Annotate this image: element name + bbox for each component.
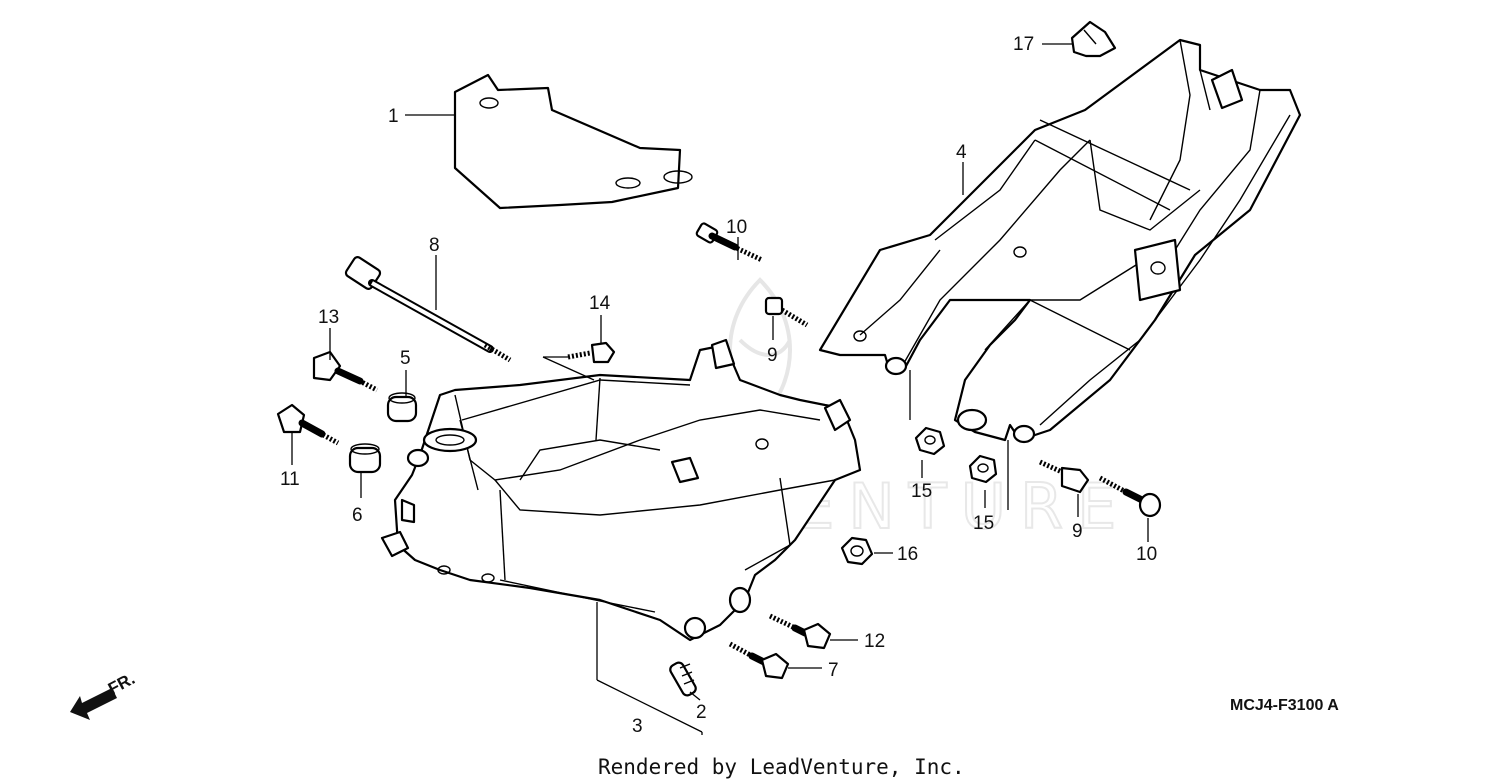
- part-8-long-bolt: [344, 256, 512, 363]
- part-3-main-frame: [380, 338, 862, 642]
- part-10-bolt-upper: [695, 222, 764, 263]
- callout-15-left: 15: [911, 481, 932, 502]
- part-7-bolt: [728, 641, 790, 680]
- part-2-dowel: [669, 661, 697, 697]
- callout-4: 4: [956, 142, 967, 163]
- part-11-bolt: [276, 403, 340, 446]
- callout-6: 6: [352, 505, 363, 526]
- part-15-nut-left: [914, 426, 946, 456]
- callout-12: 12: [864, 631, 885, 652]
- callout-16: 16: [897, 544, 918, 565]
- callout-11: 11: [280, 469, 300, 490]
- callout-14: 14: [589, 293, 611, 314]
- part-15-nut-right: [968, 454, 998, 484]
- part-12-bolt: [768, 613, 832, 650]
- diagram-code: MCJ4-F3100 A: [1230, 697, 1339, 714]
- part-9-bolt-upper: [764, 296, 809, 328]
- part-6-collar: [348, 443, 382, 474]
- front-indicator: FR.: [70, 669, 138, 720]
- callout-2: 2: [696, 702, 707, 723]
- callout-10-right: 10: [1136, 544, 1157, 565]
- callout-10-upper: 10: [726, 217, 747, 238]
- front-arrow-icon: [70, 688, 117, 720]
- part-13-bolt: [312, 350, 379, 393]
- callout-15-right: 15: [973, 513, 994, 534]
- part-9-bolt-right: [1038, 459, 1090, 494]
- callout-9-right: 9: [1072, 521, 1083, 542]
- callout-7: 7: [828, 660, 839, 681]
- callout-13: 13: [318, 307, 339, 328]
- callout-5: 5: [400, 348, 411, 369]
- callout-8: 8: [429, 235, 440, 256]
- part-10-bolt-right: [1098, 475, 1162, 518]
- callout-labels: 1 2 3 4 5 6 7 8 9 9 10 10 11 12 13 14 15…: [280, 34, 1157, 737]
- callout-1: 1: [388, 106, 399, 127]
- part-17-clip: [1070, 20, 1117, 58]
- part-16-nut: [840, 536, 874, 566]
- part-4-subframe: [818, 38, 1302, 444]
- callout-17: 17: [1013, 34, 1034, 55]
- callout-3: 3: [632, 716, 643, 737]
- leader-lines: [291, 43, 1149, 735]
- part-5-collar: [386, 392, 418, 423]
- part-14-bolt: [567, 341, 616, 364]
- callout-9-upper: 9: [767, 345, 778, 366]
- credit-text: Rendered by LeadVenture, Inc.: [598, 755, 965, 779]
- part-1-plate: [453, 73, 693, 210]
